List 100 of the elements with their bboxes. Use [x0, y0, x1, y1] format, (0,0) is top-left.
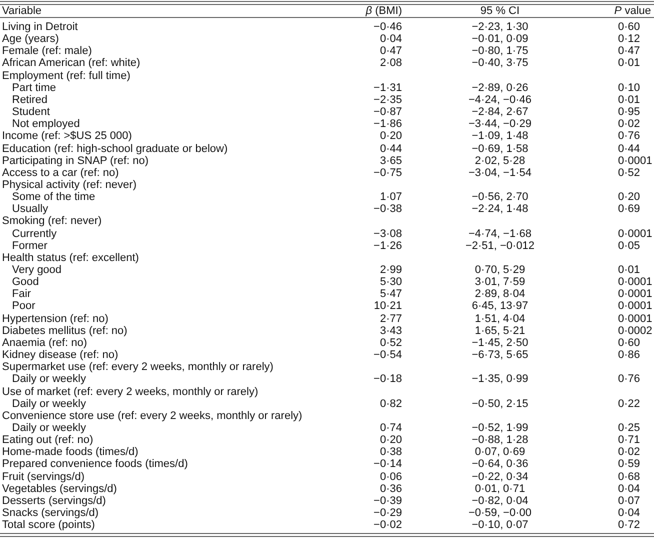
p-value: 0·95 [618, 106, 640, 118]
coefficient-value: −0·02 [374, 519, 402, 532]
variable-name: Eating out (ref: no) [2, 434, 94, 446]
confidence-interval: 1·51, 4·04 [474, 312, 526, 325]
confidence-interval: −4·24, −0·46 [468, 94, 532, 106]
p-value: 0·0001 [618, 288, 652, 300]
confidence-interval: −0·22, 0·34 [470, 470, 530, 483]
variable-name: Fruit (servings/d) [2, 470, 85, 483]
confidence-interval: −0·69, 1·58 [470, 142, 530, 154]
variable-name: Total score (points) [2, 519, 95, 532]
p-value: 0·0002 [618, 324, 652, 337]
group-label: Smoking (ref: never) [2, 215, 102, 228]
coefficient-value: −0·87 [374, 106, 402, 118]
coefficient-value: −2·35 [374, 94, 402, 106]
confidence-interval: −0·01, 0·09 [470, 33, 530, 46]
coefficient-value: −0·38 [374, 203, 402, 216]
coefficient-value: 0·38 [380, 446, 402, 458]
p-value: 0·07 [618, 494, 640, 507]
confidence-interval: −0·10, 0·07 [470, 519, 530, 532]
coefficient-value: 0·47 [380, 45, 402, 58]
p-value: 0·0001 [618, 276, 652, 288]
coefficient-value: −0·14 [374, 458, 402, 470]
variable-name: Prepared convenience foods (times/d) [2, 458, 188, 470]
coefficient-value: 0·20 [380, 130, 402, 142]
group-label: Supermarket use (ref: every 2 weeks, monthly or rarely) [2, 361, 274, 374]
p-value: 0·04 [618, 507, 640, 519]
variable-name: Hypertension (ref: no) [2, 312, 108, 325]
p-value: 0·68 [618, 470, 640, 483]
confidence-interval: −2·51, −0·012 [464, 240, 536, 252]
confidence-interval: −4·74, −1·68 [468, 228, 532, 240]
confidence-interval: 3·01, 7·59 [474, 276, 526, 288]
column-header: P value [614, 4, 651, 16]
confidence-interval: −0·82, 0·04 [470, 494, 530, 507]
coefficient-value: −1·86 [374, 118, 402, 130]
variable-name: Poor [12, 300, 36, 312]
confidence-interval: −1·45, 2·50 [470, 336, 530, 349]
p-value: 0·0001 [618, 228, 652, 240]
confidence-interval: 6·45, 13·97 [470, 300, 530, 312]
variable-name: Desserts (servings/d) [2, 494, 106, 507]
variable-name: Former [12, 240, 48, 252]
group-label: Health status (ref: excellent) [2, 252, 139, 264]
p-value: 0·04 [618, 482, 640, 495]
confidence-interval: 0·70, 5·29 [474, 264, 526, 276]
column-header: Variable [2, 4, 42, 16]
coefficient-value: −0·39 [374, 494, 402, 507]
variable-name: Living in Detroit [2, 21, 78, 33]
variable-name: Age (years) [2, 33, 59, 46]
confidence-interval: 0·01, 0·71 [474, 482, 526, 495]
confidence-interval: −0·40, 3·75 [470, 57, 530, 70]
coefficient-value: 0·04 [380, 33, 402, 46]
p-value: 0·0001 [618, 154, 652, 167]
confidence-interval: −3·04, −1·54 [468, 166, 532, 179]
variable-name: Daily or weekly [12, 398, 86, 410]
confidence-interval: −0·59, −0·00 [468, 507, 532, 519]
variable-name: Fair [12, 288, 31, 300]
p-value: 0·86 [618, 349, 640, 362]
coefficient-value: 0·36 [380, 482, 402, 495]
p-value: 0·22 [618, 398, 640, 410]
variable-name: Home-made foods (times/d) [2, 446, 138, 458]
confidence-interval: −0·64, 0·36 [470, 458, 530, 470]
p-value: 0·25 [618, 422, 640, 434]
confidence-interval: −6·73, 5·65 [470, 349, 530, 362]
p-value: 0·76 [618, 373, 640, 386]
coefficient-value: 5·47 [380, 288, 402, 300]
coefficient-value: 0·20 [380, 434, 402, 446]
variable-name: Diabetes mellitus (ref: no) [2, 324, 128, 337]
confidence-interval: 2·89, 8·04 [474, 288, 526, 300]
p-value: 0·72 [618, 519, 640, 532]
coefficient-value: 10·21 [374, 300, 402, 312]
variable-name: Currently [12, 228, 57, 240]
coefficient-value: 5·30 [380, 276, 402, 288]
coefficient-value: −1·26 [374, 240, 402, 252]
confidence-interval: −1·35, 0·99 [470, 373, 530, 386]
variable-name: African American (ref: white) [2, 57, 140, 70]
coefficient-value: 0·82 [380, 398, 402, 410]
p-value: 0·69 [618, 203, 640, 216]
p-value: 0·52 [618, 166, 640, 179]
p-value: 0·71 [618, 434, 640, 446]
p-value: 0·02 [618, 446, 640, 458]
variable-name: Income (ref: >$US 25 000) [2, 130, 132, 142]
confidence-interval: 1·65, 5·21 [474, 324, 526, 337]
variable-name: Good [12, 276, 39, 288]
p-value: 0·59 [618, 458, 640, 470]
coefficient-value: 0·06 [380, 470, 402, 483]
confidence-interval: −3·44, −0·29 [468, 118, 532, 130]
coefficient-value: 3·65 [380, 154, 402, 167]
p-value: 0·44 [618, 142, 640, 154]
p-value: 0·12 [618, 33, 640, 46]
variable-name: Daily or weekly [12, 373, 86, 386]
variable-name: Access to a car (ref: no) [2, 166, 119, 179]
variable-name: Daily or weekly [12, 422, 86, 434]
coefficient-value: −0·75 [374, 166, 402, 179]
confidence-interval: −1·09, 1·48 [470, 130, 530, 142]
coefficient-value: 2·77 [380, 312, 402, 325]
p-value: 0·76 [618, 130, 640, 142]
confidence-interval: 2·02, 5·28 [474, 154, 526, 167]
column-header: 95 % CI [479, 4, 521, 16]
p-value: 0·0001 [618, 300, 652, 312]
p-value: 0·47 [618, 45, 640, 58]
p-value: 0·05 [618, 240, 640, 252]
